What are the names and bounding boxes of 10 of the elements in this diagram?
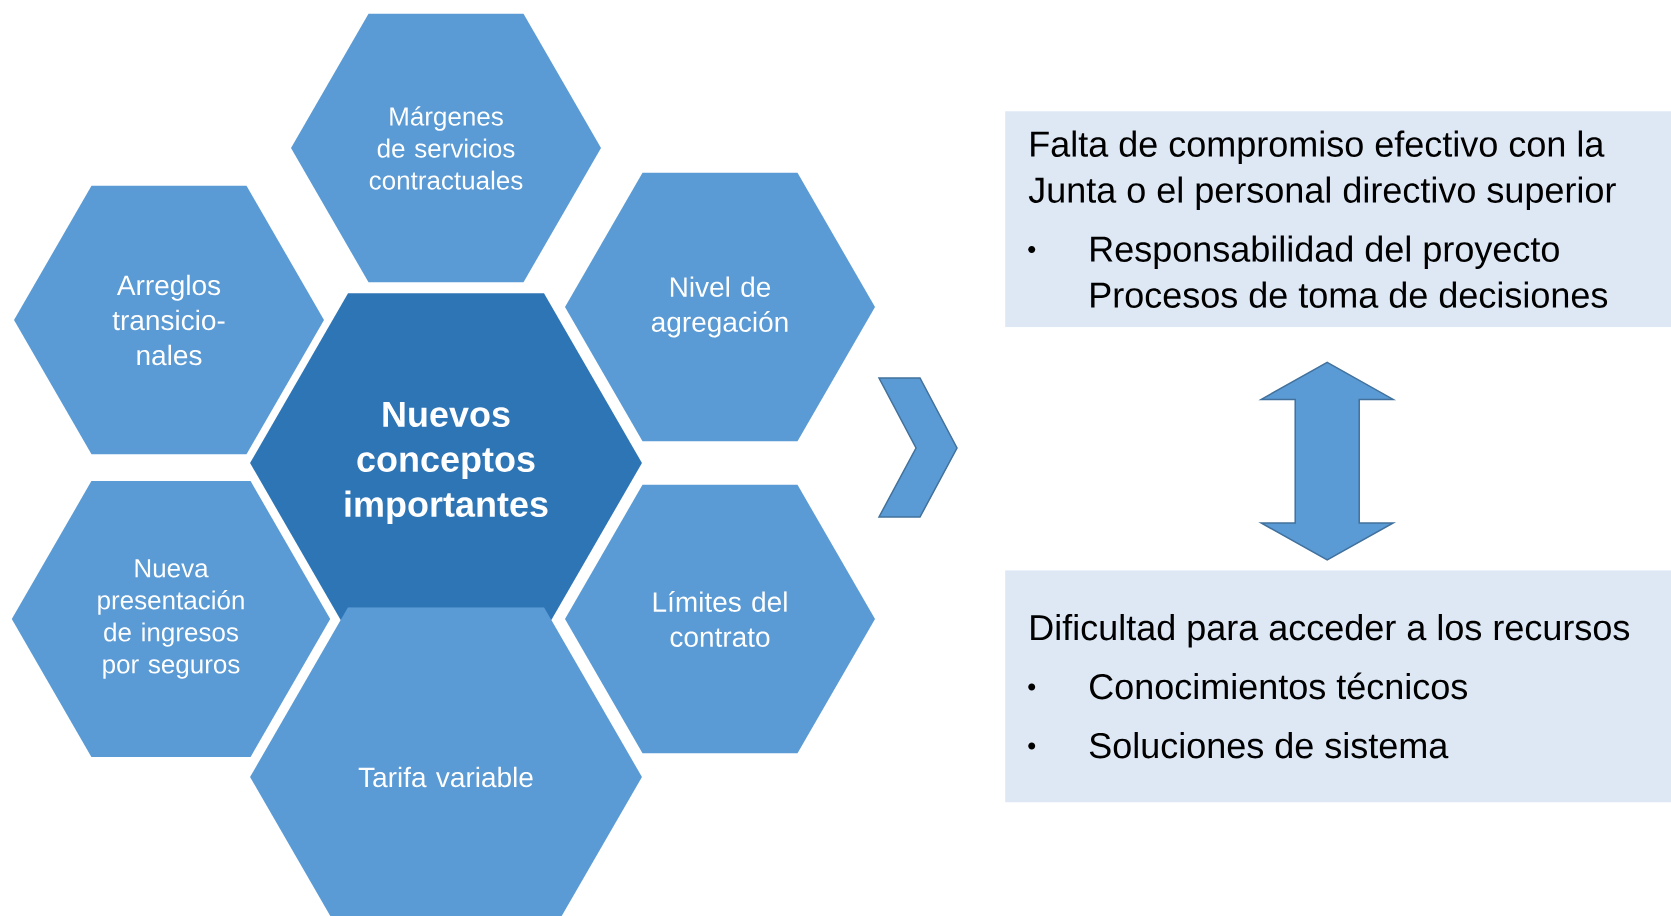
- hexagon: Arreglos transicio- nales: [14, 185, 324, 455]
- hexagon: Nueva presentación de ingresos por seguros: [11, 481, 331, 757]
- hexagon: Tarifa variable: [250, 607, 642, 916]
- hexagon: Nuevos conceptos importantes: [250, 293, 642, 633]
- text-panel: Falta de compromiso efectivo con la Junta o el personal directivo superior Responsabilidad del proyecto Procesos de toma de decisiones: [1005, 111, 1671, 328]
- hexagon: Márgenes de servicios contractuales: [291, 13, 601, 283]
- double-arrow: [1258, 361, 1397, 561]
- text-panel: Dificultad para acceder a los recursos Conocimientos técnicos Soluciones de sistema: [1005, 570, 1671, 803]
- hexagon: Límites del contrato: [565, 484, 875, 754]
- hexagon: Nivel de agregación: [565, 172, 875, 442]
